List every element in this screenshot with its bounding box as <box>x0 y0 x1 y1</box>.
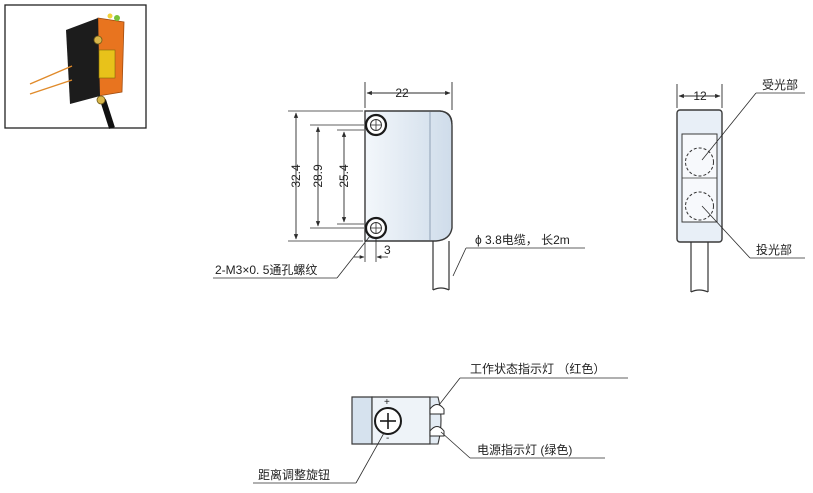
dim-label-3: 3 <box>384 243 391 257</box>
dim-offset-3 <box>354 239 388 262</box>
dim-label-22: 22 <box>395 86 409 100</box>
label-status-led: 工作状态指示灯 （红色） <box>470 361 605 376</box>
photo-label-sticker <box>98 49 116 79</box>
label-mounting-holes: 2-M3×0. 5通孔螺纹 <box>215 263 317 277</box>
leader-emitter <box>701 205 805 259</box>
photo-screw-bottom <box>96 95 106 105</box>
knob-plus-mark: + <box>384 397 390 408</box>
label-receiver: 受光部 <box>762 77 798 92</box>
status-led <box>429 404 445 415</box>
label-power-led: 电源指示灯 (绿色) <box>477 442 572 457</box>
front-top-tab <box>439 110 453 125</box>
photo-black-body <box>66 18 100 104</box>
leader-mounting-holes <box>213 235 371 279</box>
photo-beam-upper <box>29 65 73 85</box>
mounting-hole-bottom <box>364 216 388 240</box>
mounting-hole-top <box>364 113 388 137</box>
front-cable <box>432 241 450 291</box>
leader-receiver <box>701 92 805 161</box>
distance-knob <box>374 407 402 435</box>
photo-led-yellow <box>107 13 113 19</box>
label-cable: ϕ 3.8电缆， 长2m <box>475 233 570 247</box>
photo-screw-top <box>93 35 103 45</box>
front-view: 22 32.4 28.9 25.4 3 2-M3×0. 5通孔螺纹 <box>213 82 585 291</box>
dim-label-12: 12 <box>693 89 707 103</box>
dim-label-28-9: 28.9 <box>311 164 325 188</box>
photo-cable <box>100 99 115 129</box>
dim-label-25-4: 25.4 <box>337 164 351 188</box>
leader-status-led <box>438 377 628 406</box>
receiver-lens <box>685 147 714 177</box>
emitter-lens <box>685 191 714 221</box>
photo-led-green <box>114 15 120 21</box>
knob-minus-mark: - <box>386 433 389 444</box>
dim-label-32-4: 32.4 <box>289 164 303 188</box>
leader-cable <box>452 247 585 277</box>
dim-side-12 <box>676 84 723 108</box>
product-photo-inset <box>4 4 147 129</box>
side-cable <box>690 242 709 293</box>
leader-power-led <box>440 431 605 459</box>
dim-width-22 <box>364 82 453 110</box>
leader-distance-knob <box>253 432 385 484</box>
photo-beam-lower <box>29 79 73 95</box>
top-body-front <box>351 396 373 445</box>
label-distance-knob: 距离调整旋钮 <box>258 467 330 482</box>
label-emitter: 投光部 <box>756 242 792 257</box>
side-view: 12 受光部 投光部 <box>676 77 805 293</box>
top-view: + - 工作状态指示灯 （红色） 电源指示灯 (绿色) 距离调整旋钮 <box>253 361 628 484</box>
